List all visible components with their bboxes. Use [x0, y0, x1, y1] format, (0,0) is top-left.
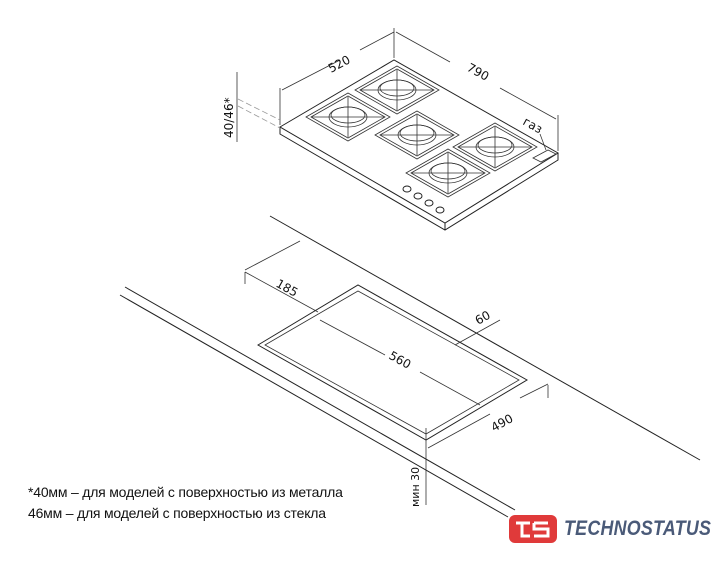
burner	[354, 65, 440, 115]
burners	[305, 65, 538, 198]
burner-cap-top	[430, 162, 466, 180]
dimension-line	[281, 59, 341, 91]
burner-grate	[305, 92, 391, 142]
burner-grate-inner	[310, 95, 386, 139]
dashed-extension-line	[237, 105, 281, 129]
burner-cap-top	[379, 79, 415, 97]
min-gap-dimension: мин 30	[409, 467, 422, 507]
gas-inlet	[532, 149, 557, 163]
countertop-front-edge	[119, 294, 509, 518]
height-dimension: 40/46*	[222, 97, 236, 138]
technostatus-logo: TECHNOSTATUS	[508, 514, 725, 544]
countertop	[119, 215, 701, 518]
gas-label: газ	[521, 114, 545, 136]
cutout-offset-dimension: 185	[274, 276, 301, 299]
cutout-depth-dimension: 490	[489, 411, 516, 434]
logo-name: TECHNOSTATUS	[564, 517, 712, 540]
depth-dimension: 520	[326, 53, 353, 76]
width-dimension: 790	[465, 60, 492, 83]
cutout-inner-edge	[264, 290, 520, 435]
extension-line	[244, 240, 301, 271]
note-glass: 46мм – для моделей с поверхностью из сте…	[28, 505, 326, 521]
burner-grate	[405, 148, 491, 198]
dimension-line	[359, 31, 395, 51]
burner-cap-top	[477, 136, 513, 154]
note-metal: *40мм – для моделей с поверхностью из ме…	[28, 484, 343, 500]
dimension-line	[427, 413, 491, 449]
cutout	[257, 284, 528, 441]
burner-grate-inner	[457, 125, 533, 169]
dimension-line	[454, 319, 501, 346]
knob	[435, 206, 445, 214]
burner-grate-inner	[379, 113, 455, 157]
dimension-line	[419, 371, 481, 406]
dimension-line	[519, 383, 549, 399]
cutout-width-dimension: 560	[387, 348, 414, 371]
dimension-line	[499, 87, 557, 120]
burner	[405, 148, 491, 198]
knobs	[402, 185, 445, 214]
cutout-margin-dimension: 60	[473, 308, 493, 328]
knob	[402, 185, 412, 193]
countertop-back-edge	[269, 215, 701, 461]
dimension-line	[319, 319, 386, 356]
dimension-line	[395, 31, 451, 63]
burner	[374, 110, 460, 160]
countertop-front-edge	[124, 286, 516, 511]
burner	[452, 122, 538, 172]
cutout-dimensions: 185 560 60 490 мин 30	[244, 240, 549, 507]
dimension-line	[244, 271, 319, 313]
dashed-extension-line	[237, 98, 281, 121]
burner	[305, 92, 391, 142]
burner-grate-inner	[359, 68, 435, 112]
burner-cap-top	[399, 124, 435, 142]
hob-dimensions: 520 790 газ 40/46*	[222, 28, 559, 151]
burner-grate-inner	[410, 151, 486, 195]
hob	[279, 59, 559, 231]
burner-grate	[374, 110, 460, 160]
gas-leader-line	[539, 133, 547, 151]
knob	[413, 192, 423, 200]
logo-mark-icon	[509, 515, 557, 543]
knob	[424, 199, 434, 207]
burner-cap-top	[330, 106, 366, 124]
burner-grate	[452, 122, 538, 172]
burner-grate	[354, 65, 440, 115]
